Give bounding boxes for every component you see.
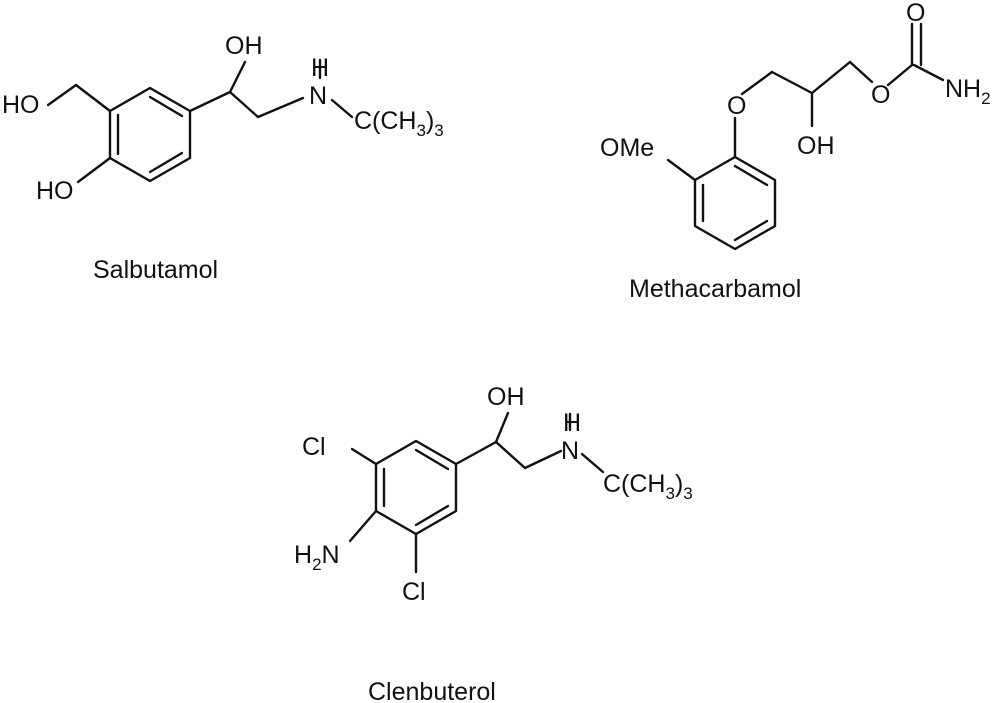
methacarbamol-benzene-ring [693,155,777,251]
clenbuterol-substituent-bonds [348,447,418,574]
methacarbamol-carbonyl-o-label: O [906,0,925,27]
clenbuterol-cl-bottom-label: Cl [402,578,426,606]
salbutamol-ho-top-label: HO [2,91,40,119]
salbutamol-n-h-label: H [311,54,329,82]
salbutamol-oh-label: OH [225,32,263,60]
clenbuterol-cl-top-label: Cl [302,433,326,461]
clenbuterol-benzene-ring [374,439,458,536]
methacarbamol-structure: OMe O OH O O NH2 Methacarbamol [600,0,991,303]
methacarbamol-oh-label: OH [797,132,835,160]
methacarbamol-caption: Methacarbamol [629,275,801,303]
methacarbamol-chain-bonds [733,22,945,159]
clenbuterol-caption: Clenbuterol [368,678,496,703]
salbutamol-structure: HO HO OH H N C(CH3)3 Salbutamol [2,32,444,284]
methacarbamol-nh2-label: NH2 [945,75,991,108]
salbutamol-hydroxymethyl-bonds [46,83,112,113]
salbutamol-phenol-bond [76,156,112,184]
clenbuterol-side-chain-bonds [454,411,605,474]
methacarbamol-methoxy-bond [666,158,697,182]
methacarbamol-ester-o-label: O [871,81,890,109]
clenbuterol-oh-label: OH [487,383,525,411]
clenbuterol-n-label: N [561,437,579,465]
salbutamol-ho-bottom-label: HO [36,177,74,205]
methacarbamol-ome-label: OMe [600,134,654,162]
salbutamol-side-chain-bonds [188,58,354,119]
clenbuterol-structure: Cl H2N Cl OH H N C(CH3)3 Clenbuterol [294,383,693,703]
salbutamol-caption: Salbutamol [93,256,218,284]
clenbuterol-h2n-label: H2N [294,541,340,574]
salbutamol-n-label: N [309,82,327,110]
clenbuterol-tert-butyl-label: C(CH3)3 [603,470,693,503]
methacarbamol-ether-o-label: O [727,92,746,120]
salbutamol-benzene-ring [108,86,192,183]
clenbuterol-n-h-label: H [563,409,581,437]
salbutamol-tert-butyl-label: C(CH3)3 [354,107,444,140]
